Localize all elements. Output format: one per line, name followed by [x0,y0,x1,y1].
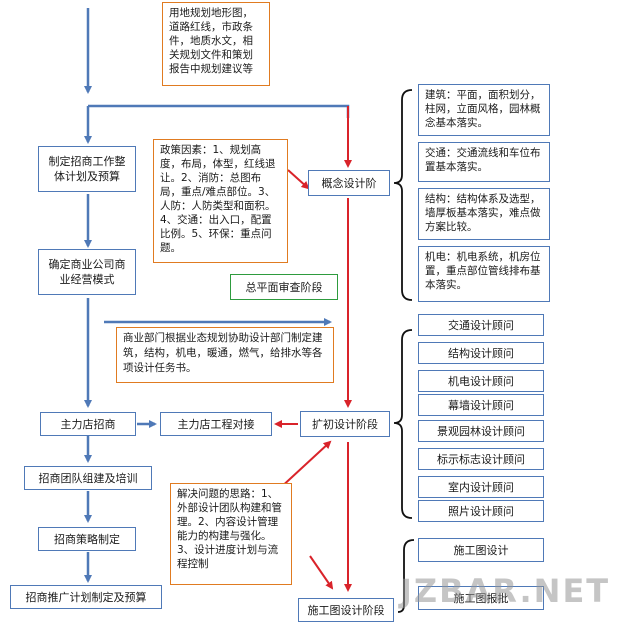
policy-factors-note: 政策因素：1、规划高度，布局，体型，红线退让。2、消防：总图布局，重点/难点部位… [153,139,288,263]
consultant-traffic: 交通设计顾问 [418,314,544,336]
consultant-interior: 室内设计顾问 [418,476,544,498]
concept-detail-mep: 机电：机电系统，机房位置，重点部位管线排布基本落实。 [418,246,550,302]
preliminary-phase-box: 扩初设计阶段 [300,411,390,437]
concept-detail-architecture: 建筑：平面，面积划分，柱网，立面风格，园林概念基本落实。 [418,84,550,136]
arrow-policy-to-concept [287,169,310,190]
consultant-curtain-wall: 幕墙设计顾问 [418,394,544,416]
promotion-box: 招商推广计划制定及预算 [10,585,162,609]
arrow-solution-to-construction [309,555,334,590]
consultant-landscape: 景观园林设计顾问 [418,420,544,442]
business-mode-box: 确定商业公司商业经营模式 [38,249,136,295]
site-plan-review-box: 总平面审查阶段 [230,274,338,300]
consultant-structure: 结构设计顾问 [418,342,544,364]
anchor-store-box: 主力店招商 [40,412,136,436]
strategy-box: 招商策略制定 [38,527,136,551]
consultant-signage: 标示标志设计顾问 [418,448,544,470]
bracket-consultants [393,329,413,519]
team-building-box: 招商团队组建及培训 [24,466,152,490]
line-branch-top [88,104,350,118]
arrow-solution-to-prelim [277,440,332,491]
construction-drawing-design: 施工图设计 [418,538,544,562]
concept-detail-traffic: 交通：交通流线和车位布置基本落实。 [418,142,550,182]
consultant-mep: 机电设计顾问 [418,370,544,392]
business-dept-note: 商业部门根据业态规划协助设计部门制定建筑，结构，机电，暖通，燃气，给排水等各项设… [116,327,334,383]
watermark: JZBAR.NET [400,572,611,610]
input-materials-note: 用地规划地形图，道路红线，市政条件，地质水文，相关规划文件和策划报告中规划建议等 [162,2,270,86]
concept-detail-structure: 结构：结构体系及选型，墙厚板基本落实，难点做方案比较。 [418,188,550,240]
construction-drawing-approval: 施工图报批 [418,586,544,610]
concept-phase-box: 概念设计阶 [308,170,390,196]
bracket-construction [397,539,415,613]
bracket-concept-details [393,89,413,301]
plan-budget-box: 制定招商工作整体计划及预算 [38,146,136,192]
consultant-photo: 照片设计顾问 [418,500,544,522]
solution-approach-note: 解决问题的思路：1、外部设计团队构建和管理。2、内容设计管理能力的构建与强化。3… [170,483,292,585]
anchor-engineering-box: 主力店工程对接 [160,412,272,436]
construction-phase-box: 施工图设计阶段 [298,598,394,622]
